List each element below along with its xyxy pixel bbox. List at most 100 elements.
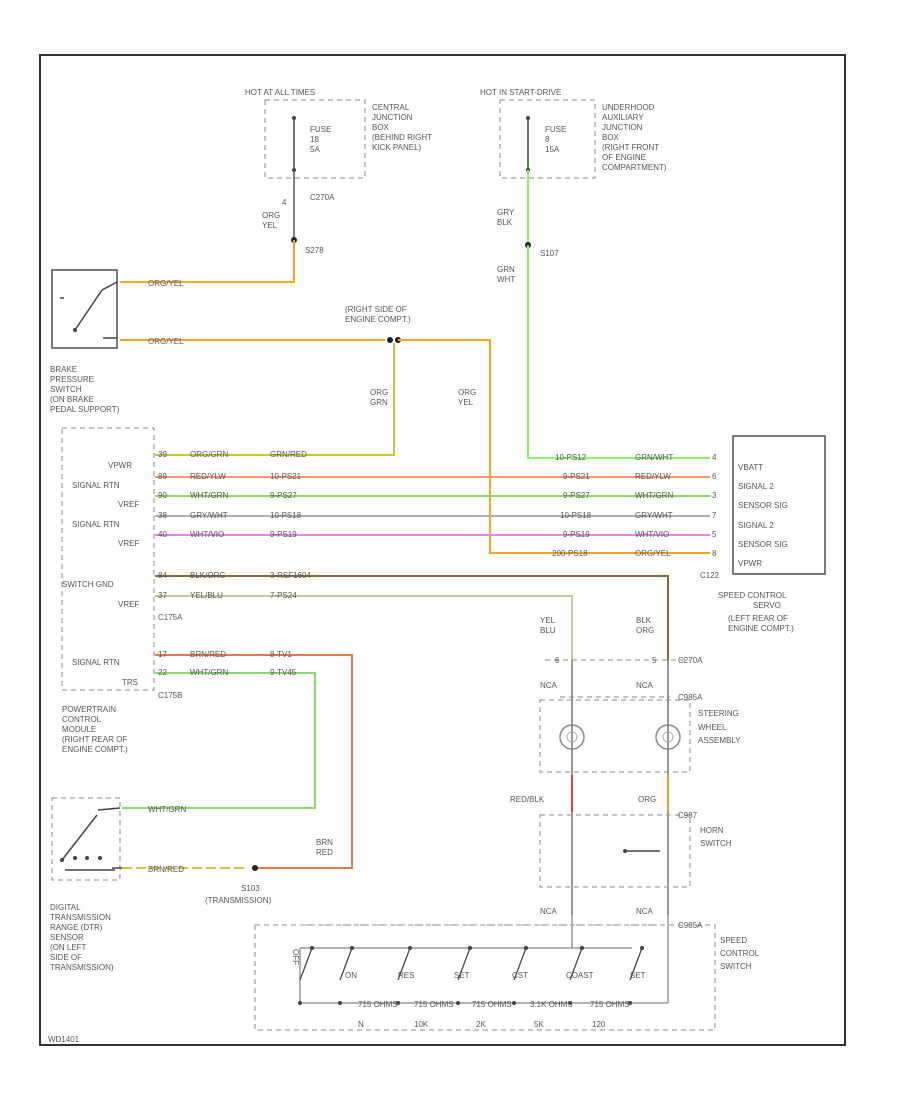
splice-s103-loc: (TRANSMISSION) <box>205 896 272 905</box>
sc-bottom-3: 2K <box>476 1020 486 1029</box>
brake-switch-line-5: PEDAL SUPPORT) <box>50 405 120 414</box>
sc-label-2: CONTROL <box>720 949 760 958</box>
servo-color-2: RED/YLW <box>635 472 671 481</box>
servo-circuit-3: 9-PS27 <box>563 491 590 500</box>
fuse-left-amps: 5A <box>310 145 320 154</box>
servo-circuit-1: 10-PS12 <box>555 453 587 462</box>
brake-switch-line-3: SWITCH <box>50 385 82 394</box>
wire-yel-blu <box>155 595 573 660</box>
pcm-pin-color-89: RED/YLW <box>190 472 226 481</box>
pcm-connector-a: C175A <box>158 613 183 622</box>
servo-num-3: 3 <box>712 491 717 500</box>
fuse-right-number: 8 <box>545 135 550 144</box>
fuse-right-label: FUSE <box>545 125 566 134</box>
steer-wire-left-1: YEL <box>540 616 556 625</box>
dtr-wire-right-2: RED <box>316 848 333 857</box>
sc-resistor-3: 3.1K OHMS <box>530 1000 573 1009</box>
wire-left-color-2: YEL <box>262 221 278 230</box>
servo-connector: C122 <box>700 571 720 580</box>
servo-color-1: GRN/WHT <box>635 453 673 462</box>
dtr-line-4: SENSOR <box>50 933 84 942</box>
underhood-junction-box: HOT IN START-DRIVE FUSE 8 15A UNDERHOOD … <box>480 88 667 284</box>
steer-pin-left: 6 <box>555 656 560 665</box>
servo-name-3: SENSOR SIG <box>738 501 788 510</box>
pcm-pin-signal-rtn-2: SIGNAL RTN <box>72 520 120 529</box>
fuse-left-label: FUSE <box>310 125 331 134</box>
steer-wire-right-1: BLK <box>636 616 652 625</box>
dtr-line-5: (ON LEFT <box>50 943 87 952</box>
wire-org-grn-2: GRN <box>370 398 388 407</box>
wire-org-lower: ORG <box>638 795 656 804</box>
servo-num-5: 5 <box>712 530 717 539</box>
sc-contact-2 <box>397 947 411 981</box>
steer-wire-right-2: ORG <box>636 626 654 635</box>
pcm-pin-num-17: 17 <box>158 650 167 659</box>
servo-name-4: SIGNAL 2 <box>738 521 774 530</box>
wire-red-blk: RED/BLK <box>510 795 545 804</box>
ujb-line-5: (RIGHT FRONT <box>602 143 659 152</box>
wire-blk-org <box>155 575 669 660</box>
sc-bottom-node-1 <box>338 1001 342 1005</box>
pcm-pin-num-39: 39 <box>158 450 167 459</box>
steer-label-1: STEERING <box>698 709 739 718</box>
pcm-pin-num-37: 37 <box>158 591 167 600</box>
pcm-pin-num-40: 40 <box>158 530 167 539</box>
pcm-servo-wires: VPWR 39 ORG/GRN GRN/RED SIGNAL RTN 89 RE… <box>62 450 710 869</box>
steer-label-2: WHEEL <box>698 723 727 732</box>
sc-switch-label-2: RES <box>398 971 414 980</box>
powertrain-control-module: POWERTRAIN CONTROL MODULE (RIGHT REAR OF… <box>61 427 155 754</box>
pcm-pin-num-89: 89 <box>158 472 167 481</box>
brake-switch-line-2: PRESSURE <box>50 375 94 384</box>
cjb-line-3: BOX <box>372 123 390 132</box>
pcm-line-2: CONTROL <box>62 715 102 724</box>
pcm-pin-num-84: 84 <box>158 571 167 580</box>
sc-resistor-2: 715 OHMS <box>472 1000 512 1009</box>
pcm-line-5: ENGINE COMPT.) <box>62 745 128 754</box>
ujb-line-1: UNDERHOOD <box>602 103 655 112</box>
sc-bottom-node-5 <box>568 1001 572 1005</box>
sc-label-1: SPEED <box>720 936 747 945</box>
servo-line-1: SPEED CONTROL <box>718 591 787 600</box>
pcm-pin-color-22: WHT/GRN <box>190 668 228 677</box>
wire-org-yel-bottom-label: ORG/YEL <box>148 337 184 346</box>
brake-switch-line-4: (ON BRAKE <box>50 395 94 404</box>
dtr-wire-right-1: BRN <box>316 838 333 847</box>
servo-name-6: VPWR <box>738 559 762 568</box>
wire-grn-wht-vbatt <box>527 245 710 459</box>
sc-bottom-node-2 <box>396 1001 400 1005</box>
servo-circuit-2: 9-PS21 <box>563 472 590 481</box>
dtr-line-6: SIDE OF <box>50 953 82 962</box>
clockspring-right-icon <box>655 724 681 750</box>
sc-bottom-node-0 <box>298 1001 302 1005</box>
sc-label-3: SWITCH <box>720 962 752 971</box>
servo-line-2: SERVO <box>753 601 781 610</box>
wire-right-color-2: BLK <box>497 218 513 227</box>
wire-brn-red <box>155 654 353 869</box>
pcm-pin-circuit-17: 8-TV1 <box>270 650 292 659</box>
pcm-pin-switch-gnd: SWITCH GND <box>62 580 114 589</box>
pcm-pin-color-84: BLK/ORG <box>190 571 226 580</box>
pcm-pin-color-39: ORG/GRN <box>190 450 228 459</box>
servo-circuit-6: 200-PS18 <box>552 549 588 558</box>
pcm-pin-circuit-89: 10-PS21 <box>270 472 302 481</box>
pcm-pin-vref-3: VREF <box>118 600 139 609</box>
pcm-line-1: POWERTRAIN <box>62 705 116 714</box>
pcm-connector-b: C175B <box>158 691 182 700</box>
sc-switch-label-4: CST <box>512 971 528 980</box>
pcm-pin-color-38: GRY/WHT <box>190 511 228 520</box>
steer-pin-right: 5 <box>652 656 657 665</box>
steer-connector: C270A <box>678 656 703 665</box>
wire-right-color-1: GRY <box>497 208 515 217</box>
wire-right2-color-2: WHT <box>497 275 515 284</box>
sc-contact-4 <box>513 947 527 981</box>
sc-bottom-node-4 <box>512 1001 516 1005</box>
dtr-sensor: WHT/GRN BRN/RED BRN RED S103 (TRANSMISSI… <box>50 797 333 972</box>
sc-bottom-1: N <box>358 1020 364 1029</box>
sc-bottom-node-6 <box>628 1001 632 1005</box>
ujb-line-4: BOX <box>602 133 620 142</box>
sc-switch-label-6: SET <box>630 971 646 980</box>
servo-line-3: (LEFT REAR OF <box>728 614 788 623</box>
servo-circuit-4: 10-PS18 <box>560 511 592 520</box>
splice-s103: S103 <box>241 884 260 893</box>
splice-s278: S278 <box>305 246 324 255</box>
